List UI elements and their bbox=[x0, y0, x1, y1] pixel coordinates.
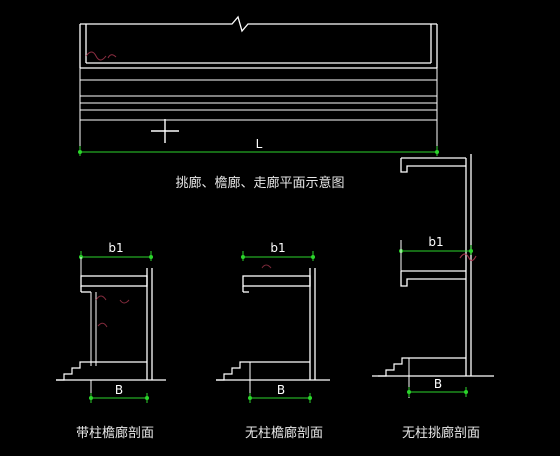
section-3-steps bbox=[378, 357, 409, 377]
section-2-steps bbox=[216, 361, 250, 381]
section-1-b1-label: b1 bbox=[108, 241, 123, 255]
section-3-dimension-B bbox=[407, 387, 468, 397]
section-1-dimension-B bbox=[89, 393, 149, 403]
watermark-mark bbox=[85, 51, 117, 61]
plan-view: L bbox=[78, 15, 439, 156]
watermark-mark bbox=[459, 253, 477, 262]
section-1-caption: 带柱檐廊剖面 bbox=[76, 425, 154, 441]
section-3-cantilever bbox=[372, 154, 494, 398]
section-2-dimension-B bbox=[248, 393, 312, 403]
plan-caption: 挑廊、檐廊、走廊平面示意图 bbox=[175, 175, 344, 191]
section-3-B-label: B bbox=[434, 377, 442, 391]
section-3-dimension-b1 bbox=[399, 245, 473, 255]
plan-dimension-L bbox=[78, 146, 439, 156]
section-2-B-label: B bbox=[277, 383, 285, 397]
watermark-mark bbox=[261, 264, 272, 269]
plan-break-line bbox=[80, 15, 437, 33]
section-2-dimension-b1 bbox=[241, 251, 315, 261]
section-2-caption: 无柱檐廊剖面 bbox=[245, 425, 323, 441]
section-1-with-column bbox=[56, 251, 166, 403]
section-1-steps bbox=[56, 361, 91, 381]
section-2-no-column bbox=[216, 251, 330, 403]
section-3-b1-label: b1 bbox=[428, 235, 443, 249]
section-3-top-slab bbox=[400, 157, 466, 173]
section-3-middle-slab bbox=[400, 270, 466, 287]
watermark-mark bbox=[95, 295, 130, 328]
crosshair-cursor-icon bbox=[151, 119, 179, 143]
section-3-caption: 无柱挑廊剖面 bbox=[402, 425, 480, 441]
section-1-B-label: B bbox=[115, 383, 123, 397]
plan-dimension-label: L bbox=[256, 137, 263, 151]
section-2-b1-label: b1 bbox=[270, 241, 285, 255]
